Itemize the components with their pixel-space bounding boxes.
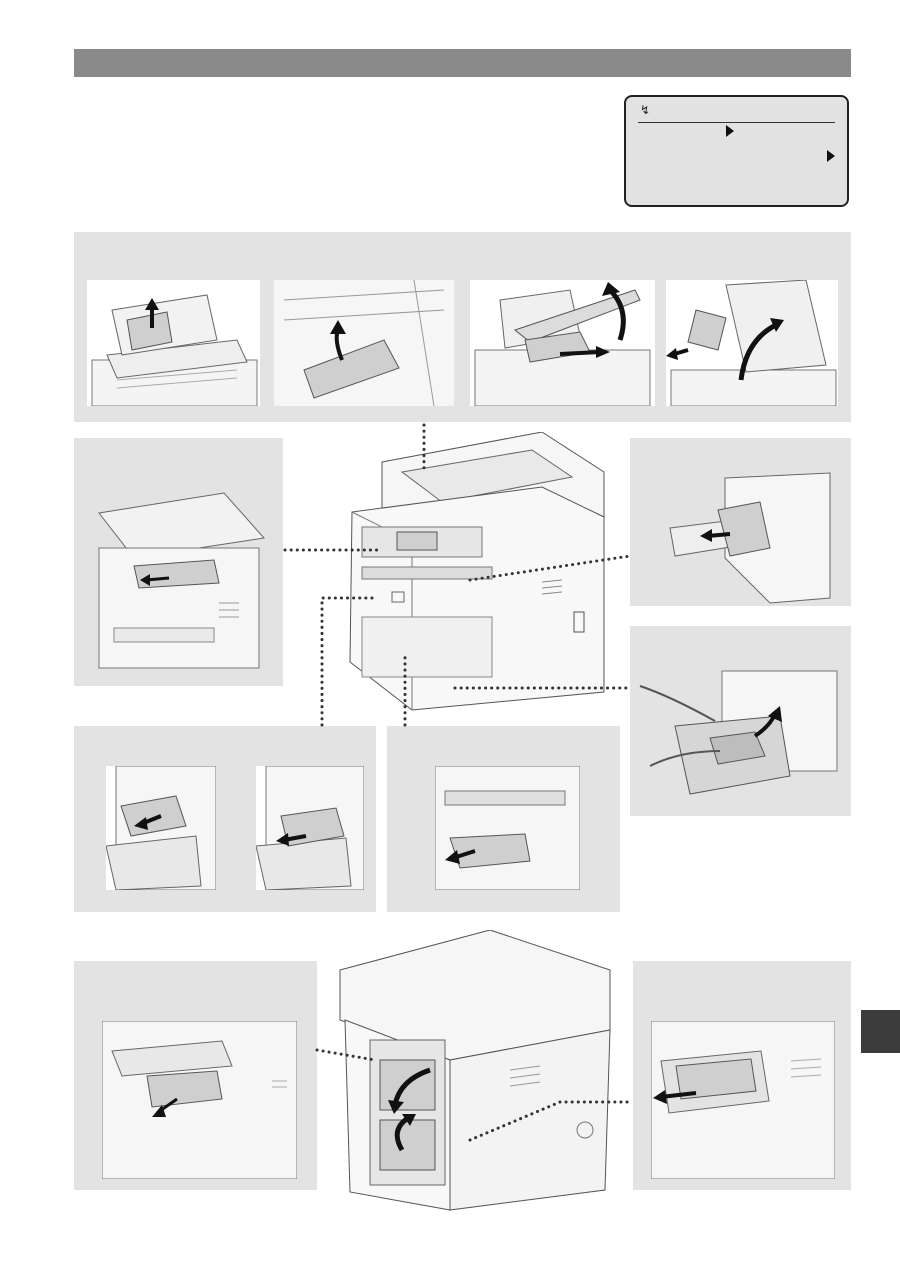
front-cover-cartridge-illustration — [256, 766, 364, 890]
printer-rear-illustration — [330, 929, 620, 1212]
front-output-slot-illustration — [435, 766, 580, 890]
rear-fuser-illustration — [651, 1021, 835, 1179]
feeder-jam-panel — [74, 232, 851, 422]
feeder-tray-lift-illustration — [470, 280, 655, 406]
paper-drawer-panel — [630, 626, 851, 816]
paper-jam-icon: ↯ — [640, 103, 651, 117]
multipurpose-tray-panel — [630, 438, 851, 606]
feeder-cover-open-illustration — [87, 280, 260, 406]
feeder-inner-illustration — [274, 280, 454, 406]
front-cover-toner-illustration — [106, 766, 216, 890]
right-triangle-icon — [726, 125, 734, 137]
front-cover-panel — [74, 726, 376, 912]
printer-front-illustration — [342, 431, 610, 712]
scanner-unit-panel — [74, 438, 283, 686]
section-header-bar — [74, 49, 851, 77]
rear-duplex-panel — [74, 961, 317, 1190]
lcd-display: ↯ — [624, 95, 849, 207]
right-triangle-icon — [827, 150, 835, 162]
rear-fuser-panel — [633, 961, 851, 1190]
section-tab — [861, 1010, 900, 1053]
lcd-divider — [638, 122, 835, 123]
rear-duplex-illustration — [102, 1021, 297, 1179]
platen-cover-illustration — [666, 280, 838, 406]
output-slot-panel — [387, 726, 620, 912]
